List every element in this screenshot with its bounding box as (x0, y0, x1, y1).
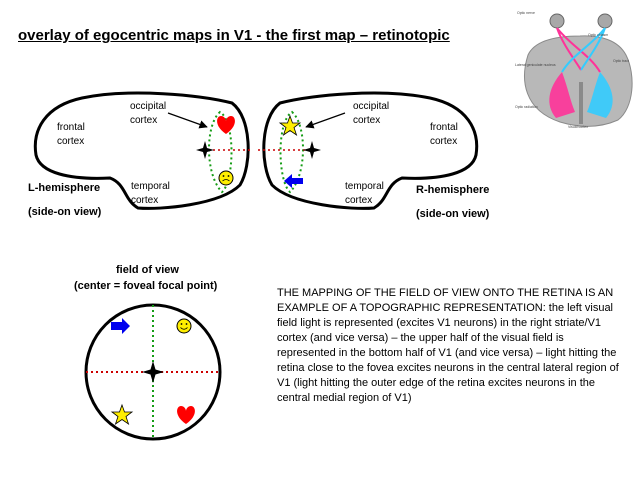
inset-label-optic-nerve: Optic nerve (517, 11, 535, 15)
inset-label-optic-chiasm: Optic chiasm (588, 33, 608, 37)
fov-star-icon (110, 403, 134, 426)
left-occipital-line1: occipital (130, 101, 167, 112)
right-frontal-label: frontal cortex (430, 121, 458, 149)
left-heart-icon (217, 116, 235, 134)
left-occipital-label: occipital cortex (130, 100, 166, 128)
left-hemisphere-name: L-hemisphere (28, 182, 101, 194)
inset-label-optic-radiation: Optic radiation (515, 105, 538, 109)
right-temporal-label: temporal cortex (345, 180, 384, 208)
fov-fovea-marker (142, 361, 164, 383)
right-occipital-label: occipital cortex (353, 100, 389, 128)
left-temporal-line2: cortex (131, 195, 159, 206)
left-hemisphere-view: (side-on view) (28, 206, 102, 218)
fov-title: field of view (116, 264, 179, 276)
left-temporal-label: temporal cortex (131, 180, 170, 208)
right-temporal-line1: temporal (345, 181, 384, 192)
visual-pathway-inset: Optic nerve Optic chiasm Optic tract Lat… (513, 6, 635, 130)
left-frontal-line2: cortex (57, 136, 85, 147)
left-frontal-label: frontal cortex (57, 121, 85, 149)
left-temporal-line1: temporal (131, 181, 170, 192)
inset-label-lgn: Lateral geniculate nucleus (515, 63, 556, 67)
left-occipital-pointer (167, 112, 208, 129)
fov-smiley-icon (176, 318, 192, 334)
fov-subtitle: (center = foveal focal point) (74, 280, 218, 292)
right-hemisphere-name: R-hemisphere (416, 184, 490, 196)
left-smiley-icon (218, 170, 234, 186)
left-hemisphere-outline (33, 91, 250, 210)
right-star-icon (278, 114, 302, 137)
right-hemisphere-view: (side-on view) (416, 208, 490, 220)
right-v1-green-dotted (279, 110, 304, 194)
right-frontal-line2: cortex (430, 136, 458, 147)
right-temporal-line2: cortex (345, 195, 373, 206)
right-hemisphere-outline (262, 91, 479, 210)
right-frontal-line1: frontal (430, 122, 458, 133)
right-occipital-line1: occipital (353, 101, 390, 112)
inset-label-optic-tract: Optic tract (613, 59, 629, 63)
fov-heart-icon (177, 406, 195, 424)
topographic-explanation: THE MAPPING OF THE FIELD OF VIEW ONTO TH… (277, 287, 619, 404)
right-fovea-marker (303, 141, 321, 159)
right-occipital-line2: cortex (353, 115, 381, 126)
left-v1-green-dotted (208, 110, 233, 194)
page-title: overlay of egocentric maps in V1 - the f… (18, 27, 450, 44)
left-frontal-line1: frontal (57, 122, 85, 133)
fov-arrow-icon (111, 318, 130, 334)
left-fovea-marker (196, 141, 214, 159)
inset-label-visual-cortex: Visual cortex (568, 125, 588, 129)
right-occipital-pointer (305, 112, 346, 129)
left-occipital-line2: cortex (130, 115, 158, 126)
right-arrow-icon (284, 174, 303, 188)
